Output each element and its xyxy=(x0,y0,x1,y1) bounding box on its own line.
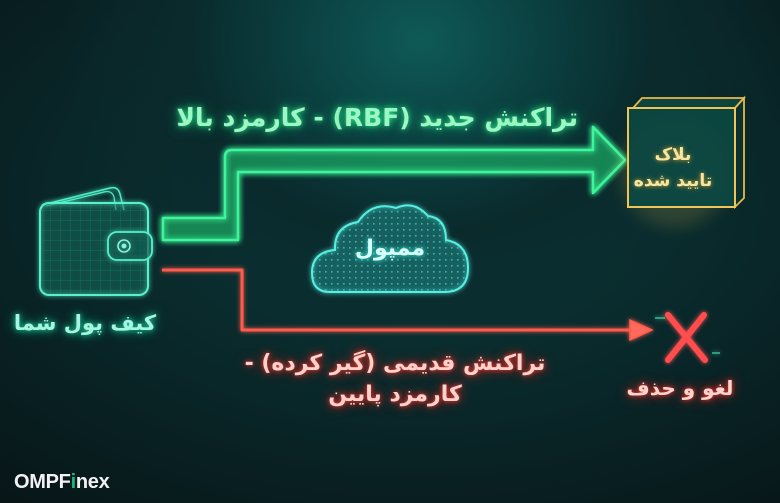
brand-accent: i xyxy=(70,471,77,493)
block-label-line2: تایید شده xyxy=(633,171,713,191)
cancel-label: لغو و حذف xyxy=(626,376,734,400)
x-mark-icon xyxy=(655,312,720,363)
brand-suffix: nex xyxy=(75,471,110,493)
wallet-label: کیف پول شما xyxy=(13,311,157,335)
block-label-line1: بلاک xyxy=(654,145,692,165)
brand-prefix: OMPF xyxy=(14,471,71,493)
old-tx-label: تراکنش قدیمی (گیر کرده) - کارمزد پایین xyxy=(240,348,550,410)
red-arrow-old-tx xyxy=(162,268,654,342)
cube-icon xyxy=(620,95,747,227)
brand-logo: OMPFinex xyxy=(14,471,110,494)
old-tx-label-line2: کارمزد پایین xyxy=(328,382,462,407)
new-tx-label: تراکنش جدید (RBF) - کارمزد بالا xyxy=(176,103,578,132)
old-tx-label-line1: تراکنش قدیمی (گیر کرده) - xyxy=(244,351,546,376)
green-arrow-new-tx xyxy=(161,125,627,242)
wallet-icon xyxy=(39,186,153,296)
cloud-icon xyxy=(310,204,470,293)
mempool-label: ممپول xyxy=(354,236,426,261)
confirmed-block-label: بلاک تایید شده xyxy=(626,142,720,194)
